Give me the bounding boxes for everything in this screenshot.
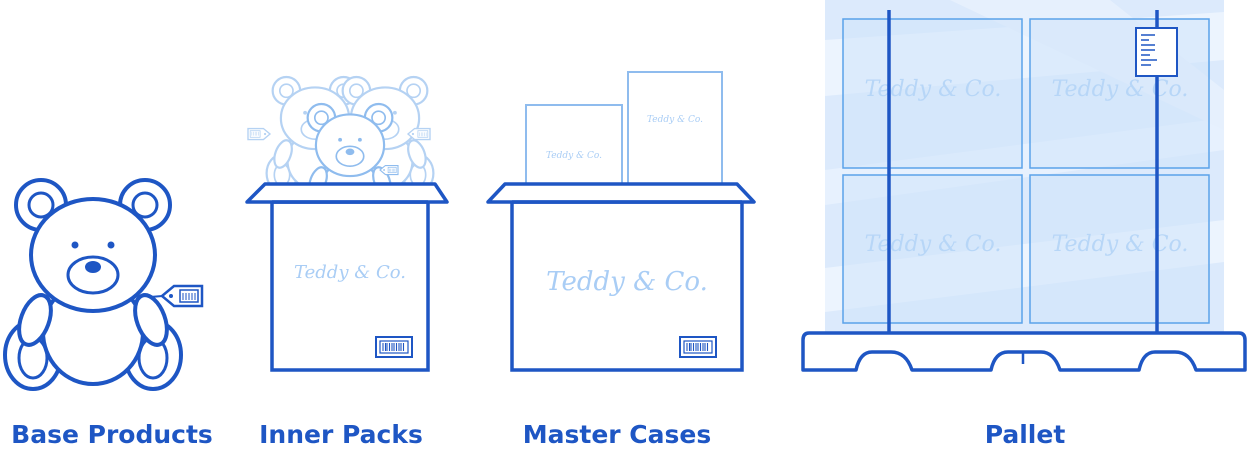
pallet-case-bottom-right: Teddy & Co.	[1030, 175, 1209, 323]
inner-pack-brand-text: Teddy & Co.	[294, 262, 406, 283]
pallet-case-top-left: Teddy & Co.	[843, 19, 1022, 168]
master-case-brand-text: Teddy & Co.	[546, 267, 708, 297]
pallet-icon: Teddy & Co. Teddy & Co. Teddy & Co. Tedd…	[803, 0, 1245, 370]
teddy-bear-icon	[5, 180, 202, 389]
open-box-with-bears-icon: Teddy & Co.	[247, 77, 447, 370]
master-case-barcode-icon	[680, 337, 716, 357]
master-cases-label: Master Cases	[523, 420, 712, 449]
tall-case-brand-text: Teddy & Co.	[647, 115, 703, 125]
pallet-brand-text-2: Teddy & Co.	[1052, 77, 1189, 102]
pallet-brand-text-4: Teddy & Co.	[1052, 232, 1189, 257]
open-box-with-cases-icon: Teddy & Co. Teddy & Co. Teddy & Co.	[488, 72, 754, 370]
shipping-label-icon	[1136, 28, 1177, 76]
base-products-label: Base Products	[11, 420, 213, 449]
pallet-base	[803, 333, 1245, 370]
small-case-brand-text: Teddy & Co.	[546, 151, 602, 161]
inner-packs-label: Inner Packs	[259, 420, 423, 449]
inner-pack-barcode-icon	[376, 337, 412, 357]
pallet-case-bottom-left: Teddy & Co.	[843, 175, 1022, 323]
pallet-brand-text-3: Teddy & Co.	[865, 232, 1002, 257]
pallet-label: Pallet	[985, 420, 1066, 449]
pallet-case-top-right: Teddy & Co.	[1030, 19, 1209, 168]
pallet-brand-text-1: Teddy & Co.	[865, 77, 1002, 102]
